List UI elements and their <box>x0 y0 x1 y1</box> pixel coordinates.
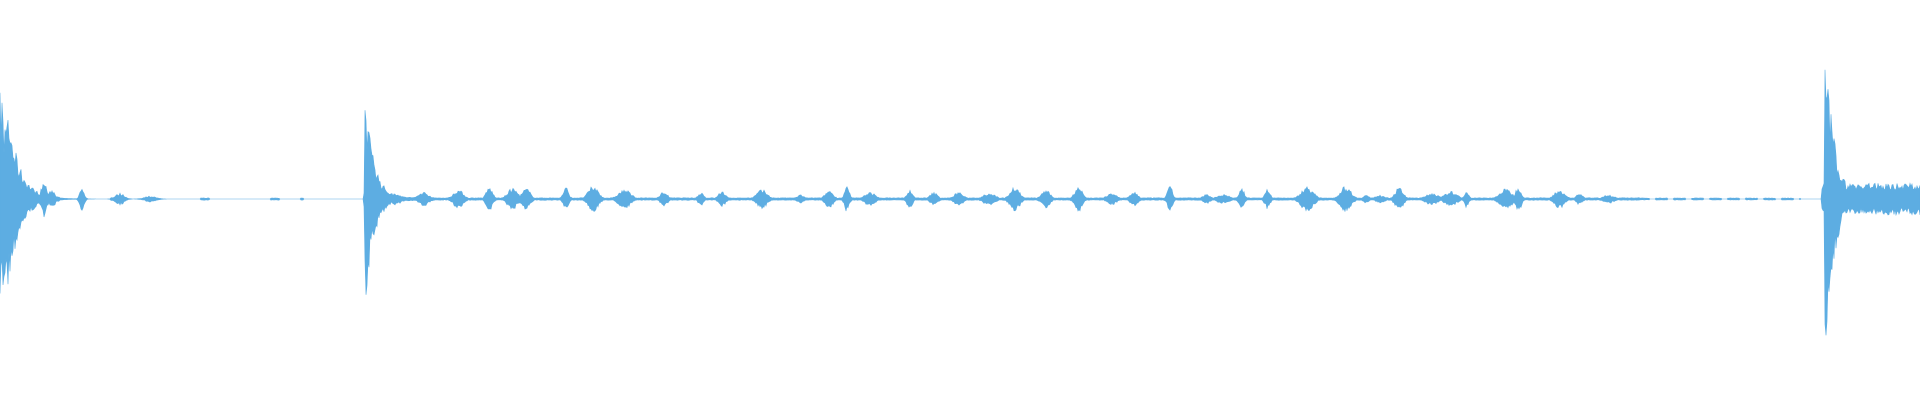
waveform-segment-1 <box>0 0 307 400</box>
waveform-segment-2 <box>365 0 1805 400</box>
waveform-segment-3 <box>1822 0 1920 400</box>
waveform-path <box>0 69 1920 336</box>
